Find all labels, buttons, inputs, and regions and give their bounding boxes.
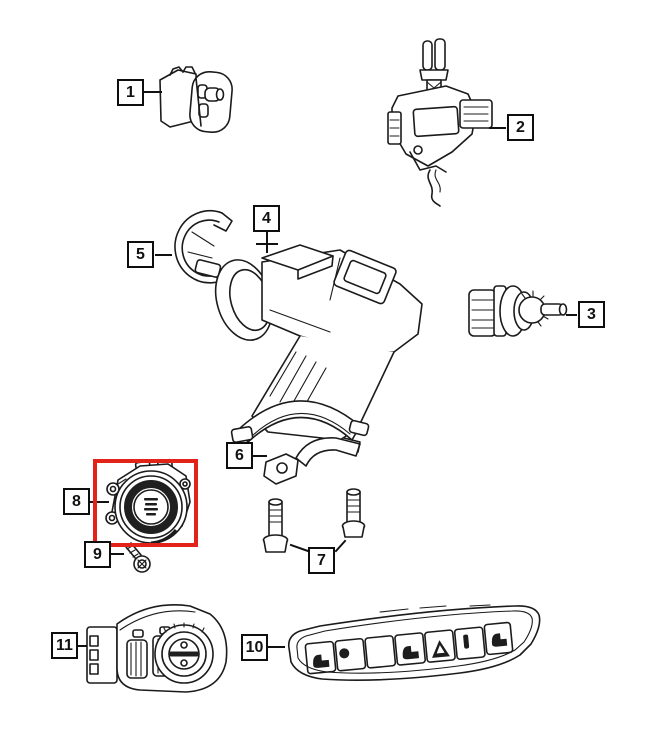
leader-line-7a (291, 545, 308, 551)
callout-box-6[interactable]: 6 (226, 442, 253, 469)
part-2-ignition-switch-drawing[interactable] (388, 39, 492, 206)
part-11-headlamp-switch-drawing[interactable] (87, 605, 227, 692)
callout-box-7[interactable]: 7 (308, 547, 335, 574)
callout-box-3[interactable]: 3 (578, 301, 605, 328)
part-7-bolts-drawing[interactable] (264, 489, 365, 552)
callout-box-1[interactable]: 1 (117, 79, 144, 106)
callout-box-9[interactable]: 9 (84, 541, 111, 568)
part-3-switch-drawing[interactable] (469, 286, 567, 336)
part-8-start-button-drawing[interactable] (106, 460, 190, 543)
callout-box-5[interactable]: 5 (127, 241, 154, 268)
callout-box-11[interactable]: 11 (51, 632, 78, 659)
highlight-box (93, 459, 198, 547)
callout-box-4[interactable]: 4 (253, 205, 280, 232)
callout-box-8[interactable]: 8 (63, 488, 90, 515)
leader-line-4 (257, 233, 277, 252)
leader-line-7b (336, 541, 345, 551)
part-10-switch-bank-drawing[interactable] (289, 605, 540, 680)
part-6-clamp-drawing[interactable] (264, 438, 360, 484)
part-1-ignition-module-drawing[interactable] (160, 67, 234, 134)
leader-lines (78, 92, 576, 647)
callout-box-10[interactable]: 10 (241, 634, 268, 661)
part-4-lock-housing-drawing[interactable] (207, 245, 422, 443)
part-9-screw-drawing[interactable] (126, 543, 150, 572)
callout-box-2[interactable]: 2 (507, 114, 534, 141)
